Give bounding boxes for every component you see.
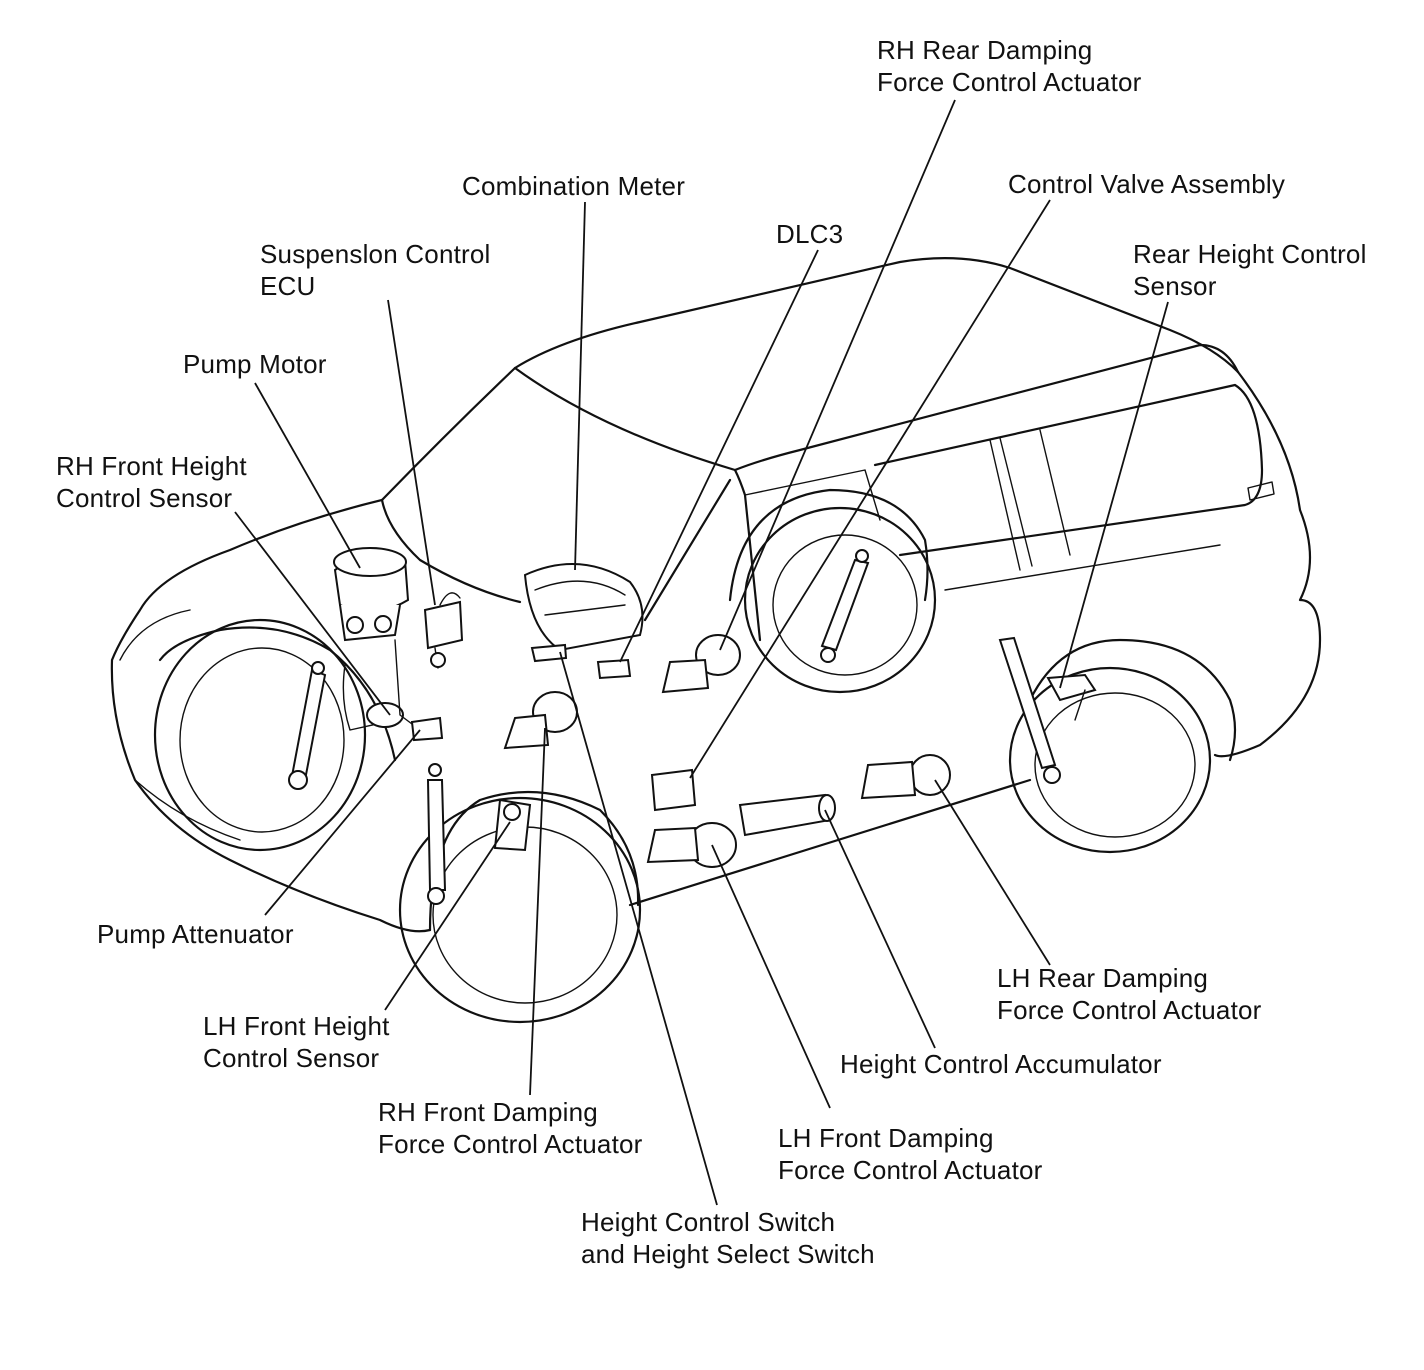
label-line: Pump Attenuator	[97, 919, 294, 949]
label-line: DLC3	[776, 219, 844, 249]
pump-motor	[333, 547, 410, 642]
leader-lines	[234, 99, 1169, 1206]
label-line: Combination Meter	[462, 171, 686, 201]
label-lh-front-damping-actuator: LH Front Damping Force Control Actuator	[778, 1122, 1043, 1186]
label-line: LH Front Height	[203, 1011, 390, 1041]
rh-front-wheel	[153, 618, 367, 852]
label-rear-height-control-sensor: Rear Height Control Sensor	[1133, 238, 1367, 302]
label-line: Height Control Switch	[581, 1207, 836, 1237]
label-dlc3: DLC3	[776, 218, 843, 250]
label-line: LH Rear Damping	[997, 963, 1209, 993]
rh-front-shock-absorber	[288, 661, 327, 790]
label-line: RH Rear Damping	[877, 35, 1093, 65]
control-valve-assembly	[650, 768, 697, 812]
label-line: Rear Height Control	[1133, 239, 1367, 269]
label-lh-rear-damping-actuator: LH Rear Damping Force Control Actuator	[997, 962, 1262, 1026]
height-control-switch	[530, 643, 568, 663]
label-pump-motor: Pump Motor	[183, 348, 327, 380]
label-line: Control Sensor	[56, 483, 233, 513]
label-height-control-switch: Height Control Switch and Height Select …	[581, 1206, 875, 1270]
rh-rear-wheel	[743, 506, 937, 694]
label-rh-rear-damping-actuator: RH Rear Damping Force Control Actuator	[877, 34, 1142, 98]
rear-height-control-sensor	[1046, 673, 1097, 721]
dlc3-connector	[596, 658, 632, 680]
label-line: and Height Select Switch	[581, 1239, 875, 1269]
label-line: Height Control Accumulator	[840, 1049, 1162, 1079]
rh-front-damping-actuator	[503, 691, 578, 750]
lh-front-damping-actuator	[646, 822, 737, 868]
label-line: Suspenslon Control	[260, 239, 491, 269]
label-line: Control Valve Assembly	[1008, 169, 1286, 199]
label-line: Force Control Actuator	[778, 1155, 1043, 1185]
label-line: RH Front Damping	[378, 1097, 598, 1127]
label-rh-front-height-control-sensor: RH Front Height Control Sensor	[56, 450, 247, 514]
label-line: Pump Motor	[183, 349, 327, 379]
label-line: ECU	[260, 271, 316, 301]
height-control-accumulator	[738, 793, 836, 837]
lh-rear-shock-absorber	[998, 636, 1061, 784]
label-lh-front-height-control-sensor: LH Front Height Control Sensor	[203, 1010, 390, 1074]
label-height-control-accumulator: Height Control Accumulator	[840, 1048, 1162, 1080]
label-line: LH Front Damping	[778, 1123, 994, 1153]
lh-front-shock-absorber	[426, 763, 447, 905]
pump-attenuator	[342, 639, 444, 742]
label-line: Sensor	[1133, 271, 1217, 301]
label-line: Force Control Actuator	[877, 67, 1142, 97]
lh-rear-damping-actuator	[860, 754, 951, 800]
label-line: Force Control Actuator	[378, 1129, 643, 1159]
lh-rear-wheel	[1008, 666, 1212, 854]
combination-meter	[523, 563, 644, 652]
rh-rear-damping-actuator	[661, 634, 741, 694]
label-control-valve-assembly: Control Valve Assembly	[1008, 168, 1285, 200]
suspension-control-ecu	[423, 592, 464, 669]
label-combination-meter: Combination Meter	[462, 170, 685, 202]
label-suspension-control-ecu: Suspenslon Control ECU	[260, 238, 491, 302]
label-pump-attenuator: Pump Attenuator	[97, 918, 294, 950]
lh-front-height-control-sensor	[493, 798, 532, 852]
rh-rear-shock-absorber	[820, 549, 870, 663]
label-rh-front-damping-actuator: RH Front Damping Force Control Actuator	[378, 1096, 643, 1160]
label-line: RH Front Height	[56, 451, 247, 481]
vehicle-body	[110, 257, 1322, 933]
label-line: Control Sensor	[203, 1043, 380, 1073]
label-line: Force Control Actuator	[997, 995, 1262, 1025]
